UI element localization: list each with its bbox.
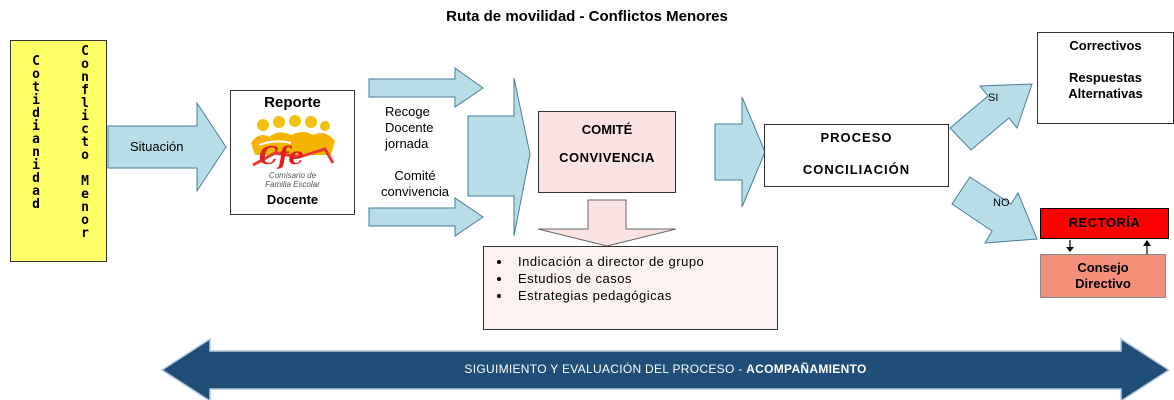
correctivos-box: Correctivos Respuestas Alternativas: [1037, 32, 1174, 124]
no-label: NO: [993, 197, 1010, 209]
merge-arrow: [467, 77, 531, 237]
list-item: Estudios de casos: [512, 270, 777, 287]
vertical-letter: t: [32, 80, 40, 95]
seguimiento-arrow: [160, 337, 1171, 400]
vertical-letter: d: [32, 106, 40, 121]
vertical-letter: o: [32, 67, 40, 82]
situacion-label: Situación: [130, 139, 184, 154]
vertical-letter: o: [81, 148, 89, 163]
logo-letters: Cfe: [259, 141, 304, 170]
reporte-title: Reporte: [264, 94, 321, 111]
vertical-letter: a: [32, 184, 40, 199]
vertical-letter: o: [81, 213, 89, 228]
proceso-conciliacion-box: PROCESO CONCILIACIÓN: [764, 124, 949, 187]
vertical-letter: i: [32, 93, 40, 108]
list-item: Estrategias pedagógicas: [512, 287, 777, 304]
comisario-logo: [245, 115, 341, 187]
vertical-letter: a: [32, 132, 40, 147]
comite-convivencia-label: Comité convivencia: [381, 168, 449, 199]
rectoria-box: RECTORÍA: [1040, 208, 1169, 239]
consejo-directivo-box: Consejo Directivo: [1040, 254, 1166, 298]
recoge-arrow: [368, 67, 484, 108]
vertical-letter: d: [32, 197, 40, 212]
vertical-letter: i: [32, 158, 40, 173]
vertical-letter: l: [81, 96, 89, 111]
acciones-list: Indicación a director de grupoEstudios d…: [484, 253, 777, 304]
vertical-letter: f: [81, 83, 89, 98]
comite-to-proceso-arrow: [714, 96, 766, 208]
logo-text-line2: Familia Escolar: [265, 180, 320, 189]
comite-arrow: [368, 197, 484, 237]
no-arrow: [951, 176, 1038, 244]
vertical-letter: n: [81, 200, 89, 215]
situacion-arrow: [107, 101, 227, 193]
si-arrow: [949, 83, 1033, 151]
comite-convivencia-box: COMITÉ CONVIVENCIA: [538, 111, 676, 193]
vertical-letter: i: [32, 119, 40, 134]
diagram-title: Ruta de movilidad - Conflictos Menores: [446, 8, 728, 25]
acciones-box: Indicación a director de grupoEstudios d…: [483, 246, 778, 330]
vertical-letter: C: [32, 54, 40, 69]
vertical-letter: n: [32, 145, 40, 160]
list-item: Indicación a director de grupo: [512, 253, 777, 270]
recoge-label: Recoge Docente jornada: [385, 104, 434, 151]
down-small-arrow: [1066, 247, 1074, 252]
vertical-letter: t: [81, 135, 89, 150]
vertical-letter: M: [81, 174, 89, 189]
seguimiento-text: SIGUIMIENTO Y EVALUACIÓN DEL PROCESO - A…: [464, 362, 867, 376]
down-arrow: [537, 199, 677, 247]
vertical-letter: C: [81, 44, 89, 59]
vertical-letter: d: [32, 171, 40, 186]
vertical-letter: c: [81, 122, 89, 137]
logo-text-line1: Comisario de: [268, 171, 317, 180]
si-label: SI: [988, 92, 999, 104]
reporte-footer: Docente: [266, 192, 319, 207]
vertical-letter: n: [81, 70, 89, 85]
vertical-letter: r: [81, 226, 89, 241]
vertical-letter: i: [81, 109, 89, 124]
vertical-letter: e: [81, 187, 89, 202]
up-small-arrow: [1143, 240, 1151, 246]
vertical-letter: o: [81, 57, 89, 72]
reporte-box: Reporte Cfe Comisario de Familia Escolar…: [230, 90, 355, 215]
